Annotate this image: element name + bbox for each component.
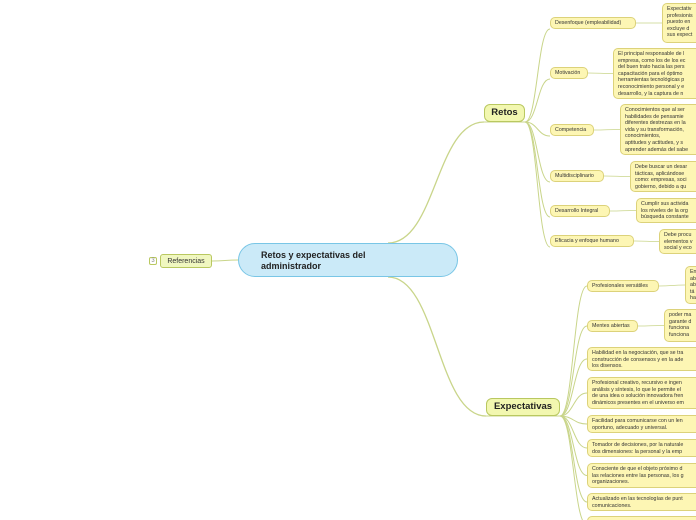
connector-references — [211, 259, 239, 262]
connector-retos-detail-4 — [609, 210, 637, 212]
connector-expectativas-detail-0 — [658, 284, 686, 287]
references-node[interactable]: Referencias — [160, 254, 212, 268]
expectativas-item-truncated[interactable] — [587, 516, 696, 520]
expectativas-item-negociacion[interactable]: Habilidad en la negociación, que se tra … — [587, 347, 696, 371]
connector-retos-3 — [524, 121, 551, 183]
references-collapse-toggle[interactable]: 3 — [149, 257, 157, 265]
connector-retos-1 — [524, 78, 551, 123]
expectativas-detail-mentes-abiertas[interactable]: poder ma garante d funciona funciona — [664, 309, 696, 342]
expectativas-item-mentes-abiertas[interactable]: Mentes abiertas — [587, 320, 638, 332]
connector-expectativas-0 — [559, 285, 588, 417]
connector-retos-detail-1 — [587, 72, 614, 74]
connector-retos-detail-5 — [633, 240, 660, 242]
connector-expectativas-1 — [559, 325, 588, 417]
connector-retos-0 — [524, 28, 551, 123]
retos-detail-competencia[interactable]: Conocimientos que al ser habilidades de … — [620, 104, 696, 155]
retos-detail-eficacia[interactable]: Debe procu elementos v social y eco — [659, 229, 696, 254]
branch-retos[interactable]: Retos — [484, 104, 525, 122]
connector-retos-4 — [524, 121, 551, 218]
retos-item-competencia[interactable]: Competencia — [550, 124, 594, 136]
branch-expectativas[interactable]: Expectativas — [486, 398, 560, 416]
connector-expectativas-3 — [559, 392, 588, 417]
retos-detail-desenfoque[interactable]: Expectativ profesionis puesto en excluye… — [662, 3, 696, 43]
central-topic[interactable]: Retos y expectativas del administrador — [238, 243, 458, 277]
connector-expectativas — [387, 276, 487, 417]
connector-expectativas-detail-1 — [637, 325, 665, 327]
connector-expectativas-8 — [559, 415, 584, 520]
expectativas-item-consciente[interactable]: Consciente de que el objeto próximo d la… — [587, 463, 696, 488]
expectativas-item-comunicacion[interactable]: Facilidad para comunicarse con un len op… — [587, 415, 696, 433]
retos-item-multidisciplinario[interactable]: Multidisciplinario — [550, 170, 604, 182]
expectativas-detail-profesionales-versatiles[interactable]: En ab ab tá ha — [685, 266, 696, 304]
retos-detail-motivacion[interactable]: El principal responsable de l empresa, c… — [613, 48, 696, 99]
connector-retos-detail-2 — [593, 129, 621, 131]
connector-retos-detail-3 — [603, 175, 631, 177]
connector-retos-5 — [524, 121, 551, 248]
retos-item-desenfoque[interactable]: Desenfoque (empleabilidad) — [550, 17, 636, 29]
expectativas-item-creativo[interactable]: Profesional creativo, recursivo e ingen … — [587, 377, 696, 409]
retos-detail-multidisciplinario[interactable]: Debe buscar un desar tácticas, aplicándo… — [630, 161, 696, 192]
connector-expectativas-7 — [559, 415, 588, 503]
retos-item-eficacia[interactable]: Eficacia y enfoque humano — [550, 235, 634, 247]
expectativas-item-tecnologias[interactable]: Actualizado en las tecnologías de punt c… — [587, 493, 696, 511]
expectativas-item-profesionales-versatiles[interactable]: Profesionales versátiles — [587, 280, 659, 292]
connector-retos — [387, 121, 485, 244]
connector-expectativas-2 — [559, 358, 588, 417]
expectativas-item-decisiones[interactable]: Tomador de decisiones, por la naturale d… — [587, 439, 696, 457]
connector-retos-2 — [524, 121, 551, 137]
connector-expectativas-6 — [559, 415, 588, 476]
retos-item-desarrollo-integral[interactable]: Desarrollo Integral — [550, 205, 610, 217]
retos-detail-desarrollo-integral[interactable]: Cumplir sus activida los niveles de la o… — [636, 198, 696, 223]
retos-item-motivacion[interactable]: Motivación — [550, 67, 588, 79]
